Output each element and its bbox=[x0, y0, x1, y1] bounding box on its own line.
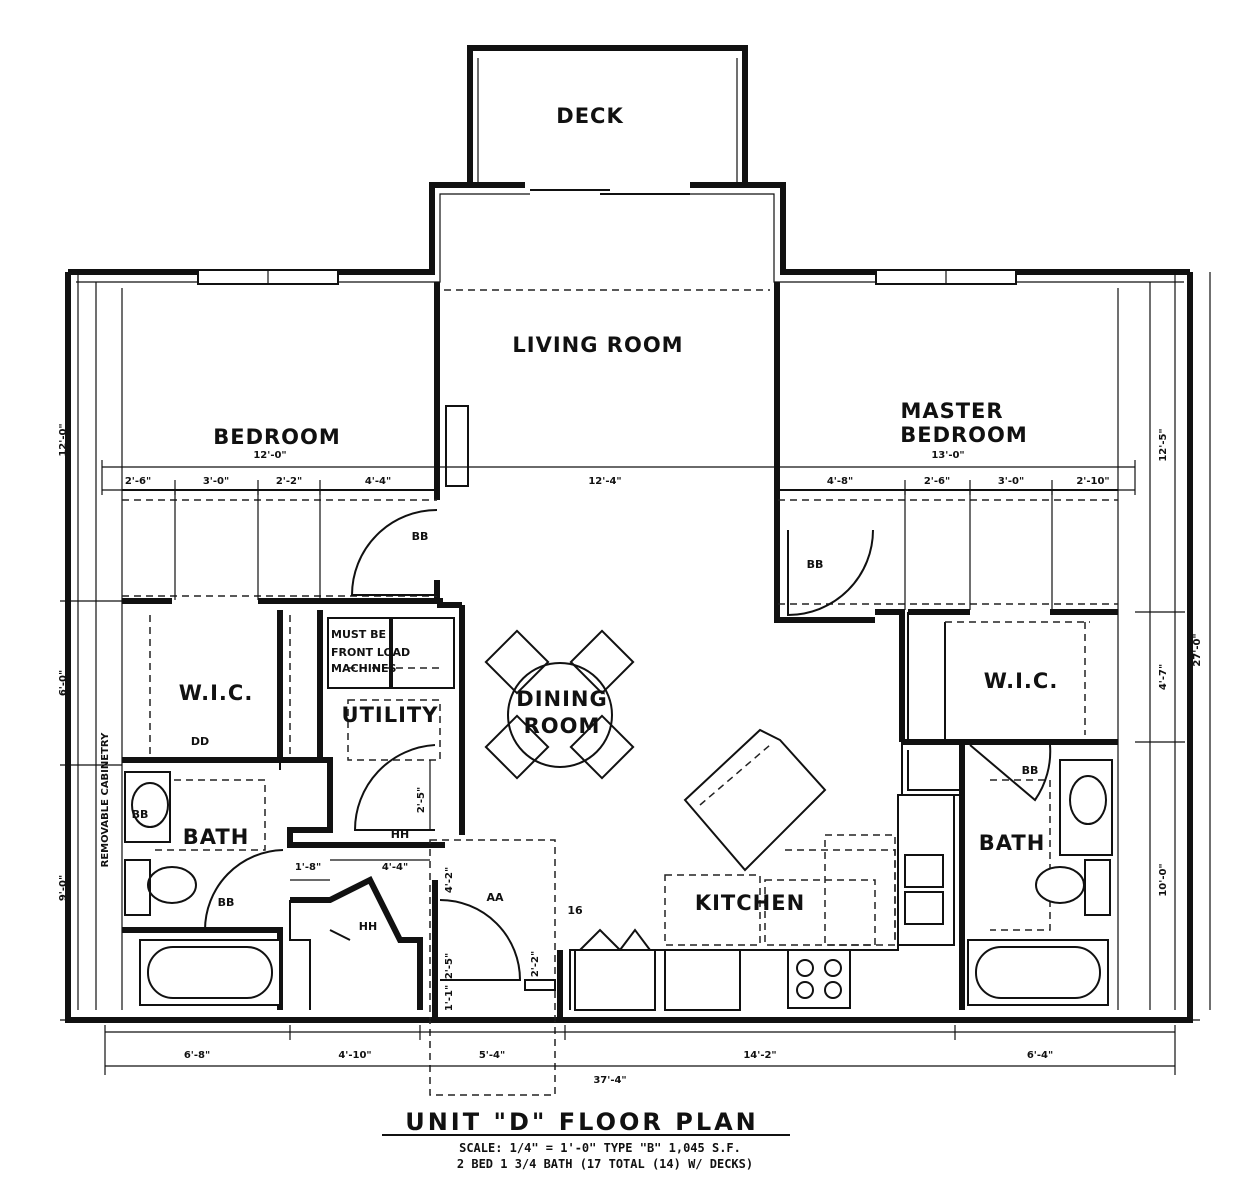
dining-room-label-line2: ROOM bbox=[524, 714, 601, 738]
dim-bottom-2: 4'-10" bbox=[338, 1050, 371, 1061]
dim-right-bed-1: 4'-8" bbox=[827, 476, 853, 487]
exterior-walls bbox=[65, 182, 1193, 1023]
closet-shelving bbox=[122, 489, 1118, 931]
dim-left-bed-2: 3'-0" bbox=[203, 476, 229, 487]
dim-left-v-1: 12'-0" bbox=[58, 423, 69, 456]
tag-bb-bedroom: BB bbox=[412, 530, 429, 543]
dimension-labels: 2'-6" 3'-0" 2'-2" 4'-4" 12'-4" 4'-8" 2'-… bbox=[58, 423, 1203, 1086]
dim-right-bed-4: 2'-10" bbox=[1076, 476, 1109, 487]
machines-note-line3: MACHINES bbox=[331, 662, 397, 675]
dim-left-v-2: 6'-0" bbox=[58, 670, 69, 696]
dim-hall-2: 4'-4" bbox=[382, 862, 408, 873]
dim-left-bed-4: 4'-4" bbox=[365, 476, 391, 487]
dim-entry-4: 2'-2" bbox=[530, 951, 541, 977]
tag-hh-closet: HH bbox=[359, 920, 377, 933]
dim-bottom-5: 6'-4" bbox=[1027, 1050, 1053, 1061]
dim-bottom-total: 37'-4" bbox=[593, 1075, 626, 1086]
removable-cabinetry-note: REMOVABLE CABINETRY bbox=[100, 732, 111, 867]
tag-16: 16 bbox=[567, 904, 583, 917]
wic-left-label: W.I.C. bbox=[179, 681, 254, 705]
entry-area bbox=[429, 839, 556, 1096]
kitchen-label: KITCHEN bbox=[695, 891, 805, 915]
machines-note-line2: FRONT LOAD bbox=[331, 646, 410, 659]
dim-left-bed-3: 2'-2" bbox=[276, 476, 302, 487]
bath-right-label: BATH bbox=[979, 831, 1046, 855]
summary-line: 2 BED 1 3/4 BATH (17 TOTAL (14) W/ DECKS… bbox=[457, 1157, 753, 1171]
tag-bb-vanity: BB bbox=[132, 808, 149, 821]
dim-right-v-2: 4'-7" bbox=[1158, 664, 1169, 690]
dim-right-v-1: 12'-5" bbox=[1158, 428, 1169, 461]
dim-bottom-1: 6'-8" bbox=[184, 1050, 210, 1061]
bath-left-label: BATH bbox=[183, 825, 250, 849]
deck-area: DECK bbox=[467, 45, 748, 182]
title-block: UNIT "D" FLOOR PLAN SCALE: 1/4" = 1'-0" … bbox=[382, 1108, 790, 1171]
bedroom-dimension: 12'-0" bbox=[253, 450, 286, 461]
dim-right-total: 27'-0" bbox=[1192, 633, 1203, 666]
tag-aa: AA bbox=[486, 891, 504, 904]
sofa bbox=[683, 728, 827, 872]
tag-hh-hall: HH bbox=[391, 828, 409, 841]
tag-dd: DD bbox=[191, 735, 209, 748]
tag-bb-master: BB bbox=[807, 558, 824, 571]
dim-right-bed-2: 2'-6" bbox=[924, 476, 950, 487]
interior-walls bbox=[122, 282, 1118, 1020]
machines-note-line1: MUST BE bbox=[331, 628, 386, 641]
scale-line: SCALE: 1/4" = 1'-0" TYPE "B" 1,045 S.F. bbox=[459, 1141, 741, 1155]
utility-label: UTILITY bbox=[342, 703, 439, 727]
living-room-label: LIVING ROOM bbox=[512, 333, 683, 357]
dining-room-label-line1: DINING bbox=[516, 687, 607, 711]
kitchen-fixtures bbox=[569, 794, 955, 1011]
master-bedroom-dimension: 13'-0" bbox=[931, 450, 964, 461]
bath-fixtures bbox=[124, 759, 1113, 1006]
dim-right-v-3: 10'-0" bbox=[1158, 863, 1169, 896]
dim-bottom-4: 14'-2" bbox=[743, 1050, 776, 1061]
tag-bb-bath-right: BB bbox=[1022, 764, 1039, 777]
dimension-lines bbox=[60, 272, 1211, 1075]
dim-entry-3: 1'-1" bbox=[444, 985, 455, 1011]
dim-entry-2: 2'-5" bbox=[444, 953, 455, 979]
dim-hall-3: 2'-5" bbox=[416, 787, 427, 813]
dim-left-v-3: 9'-0" bbox=[58, 875, 69, 901]
tag-bb-bath-left: BB bbox=[218, 896, 235, 909]
dim-hall-1: 1'-8" bbox=[295, 862, 321, 873]
bedroom-label: BEDROOM bbox=[213, 425, 341, 449]
dim-left-bed-1: 2'-6" bbox=[125, 476, 151, 487]
doors bbox=[203, 509, 1052, 981]
master-bedroom-label-line1: MASTER bbox=[900, 399, 1003, 423]
dim-living-width: 12'-4" bbox=[588, 476, 621, 487]
dim-entry-1: 4'-2" bbox=[444, 867, 455, 893]
wic-right-label: W.I.C. bbox=[984, 669, 1059, 693]
dining-table bbox=[484, 629, 635, 780]
master-bedroom-label-line2: BEDROOM bbox=[900, 423, 1028, 447]
dim-right-bed-3: 3'-0" bbox=[998, 476, 1024, 487]
dim-bottom-3: 5'-4" bbox=[479, 1050, 505, 1061]
plan-title: UNIT "D" FLOOR PLAN bbox=[405, 1108, 759, 1136]
laundry-machines bbox=[327, 617, 455, 689]
deck-label: DECK bbox=[556, 104, 623, 128]
